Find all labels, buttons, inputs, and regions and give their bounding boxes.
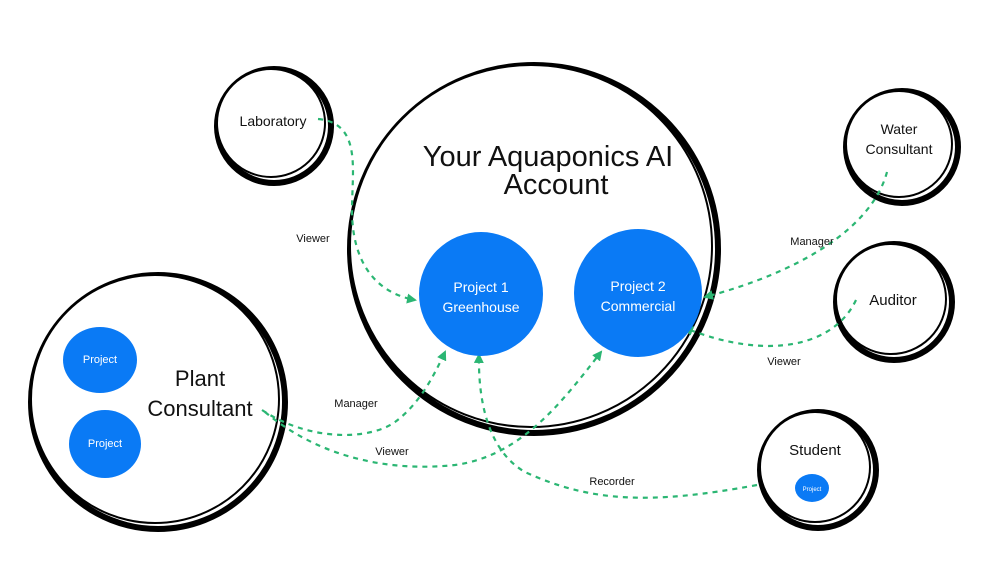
role-label-plant-viewer: Viewer	[375, 446, 409, 458]
connector-water-project2	[703, 171, 889, 300]
plant-consultant-line1: Plant	[175, 366, 225, 391]
project1-line2: Greenhouse	[442, 299, 519, 315]
account-title-line1: Your Aquaponics AI	[423, 141, 673, 173]
project2-line1: Project 2	[610, 278, 665, 294]
role-labels: Viewer Manager Viewer Manager Viewer Rec…	[296, 233, 834, 488]
student-node[interactable]: Student Project	[757, 409, 879, 531]
connector-student-project1	[473, 353, 758, 499]
plant-project-a-label: Project	[83, 354, 117, 366]
student-project-label: Project	[803, 487, 822, 493]
project1-node[interactable]: Project 1 Greenhouse	[419, 232, 543, 356]
plant-consultant-node[interactable]: Project Project Plant Consultant	[28, 272, 288, 532]
water-consultant-line1: Water	[881, 121, 918, 137]
connector-laboratory-project1	[317, 117, 417, 304]
water-consultant-line2: Consultant	[866, 141, 933, 157]
project1-line1: Project 1	[453, 279, 508, 295]
laboratory-node[interactable]: Laboratory	[214, 66, 334, 186]
laboratory-label: Laboratory	[240, 113, 307, 129]
role-label-plant-manager: Manager	[334, 398, 378, 410]
auditor-label: Auditor	[869, 292, 917, 309]
plant-project-b-label: Project	[88, 438, 122, 450]
water-consultant-node[interactable]: Water Consultant	[843, 88, 961, 206]
role-label-laboratory: Viewer	[296, 233, 330, 245]
project2-node[interactable]: Project 2 Commercial	[574, 229, 702, 357]
student-label: Student	[789, 442, 842, 459]
student-project-blob[interactable]	[795, 474, 829, 502]
connector-plant-project1	[261, 350, 447, 437]
plant-consultant-line2: Consultant	[147, 396, 252, 421]
connectors	[261, 117, 889, 499]
account-title-line2: Account	[504, 169, 609, 201]
role-label-student: Recorder	[589, 476, 635, 488]
connector-plant-project2	[264, 350, 603, 468]
project2-line2: Commercial	[601, 298, 676, 314]
role-label-water: Manager	[790, 236, 834, 248]
plant-project-a-blob[interactable]	[63, 327, 137, 393]
plant-project-b-blob[interactable]	[69, 410, 141, 478]
auditor-node[interactable]: Auditor	[833, 241, 955, 363]
role-label-auditor: Viewer	[767, 356, 801, 368]
